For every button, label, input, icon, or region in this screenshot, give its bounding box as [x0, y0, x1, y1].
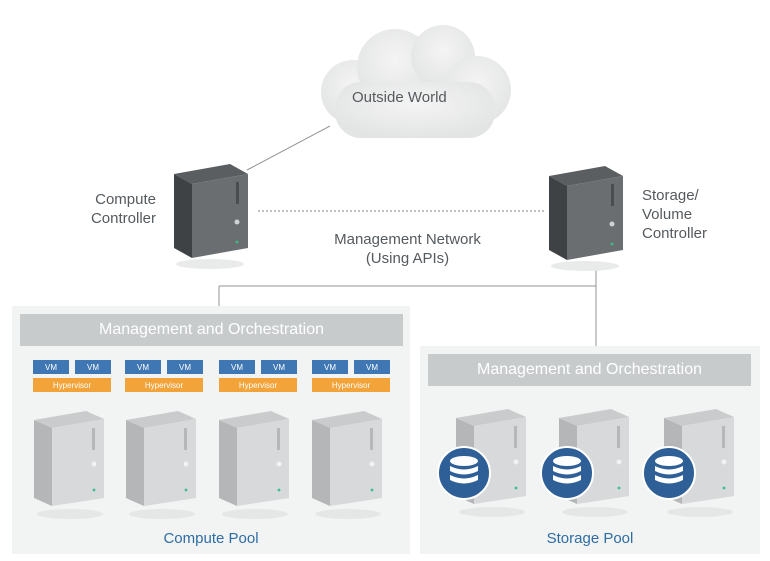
storage-management-bar: Management and Orchestration [428, 354, 751, 386]
vm-box: VM [167, 360, 203, 374]
storage-pool-label: Storage Pool [546, 530, 634, 547]
compute-controller-server-icon [174, 164, 248, 269]
vm-box: VM [33, 360, 69, 374]
compute-server-icon [312, 411, 382, 519]
vm-box: VM [354, 360, 390, 374]
compute-pool-label: Compute Pool [163, 530, 259, 547]
vm-box: VM [261, 360, 297, 374]
database-icon [437, 446, 491, 500]
compute-server-icon [34, 411, 104, 519]
cloud-label: Outside World [352, 89, 447, 106]
vm-box: VM [75, 360, 111, 374]
cloud-icon [321, 25, 511, 138]
hypervisor-bar: Hypervisor [312, 378, 390, 392]
vm-box: VM [219, 360, 255, 374]
compute-management-bar: Management and Orchestration [20, 314, 403, 346]
storage-server-icon [664, 409, 734, 517]
storage-controller-server-icon [549, 166, 623, 271]
hypervisor-bar: Hypervisor [219, 378, 297, 392]
database-icon [642, 446, 696, 500]
compute-controller-label: Compute Controller [90, 191, 156, 227]
storage-controller-label: Storage/ Volume Controller [642, 187, 708, 242]
hypervisor-bar: Hypervisor [125, 378, 203, 392]
compute-server-icon [126, 411, 196, 519]
compute-server-icon [219, 411, 289, 519]
database-icon [540, 446, 594, 500]
management-network-label: Management Network (Using APIs) [334, 231, 481, 267]
cloud-link-line [246, 125, 331, 171]
hypervisor-bar: Hypervisor [33, 378, 111, 392]
vm-box: VM [125, 360, 161, 374]
vm-box: VM [312, 360, 348, 374]
